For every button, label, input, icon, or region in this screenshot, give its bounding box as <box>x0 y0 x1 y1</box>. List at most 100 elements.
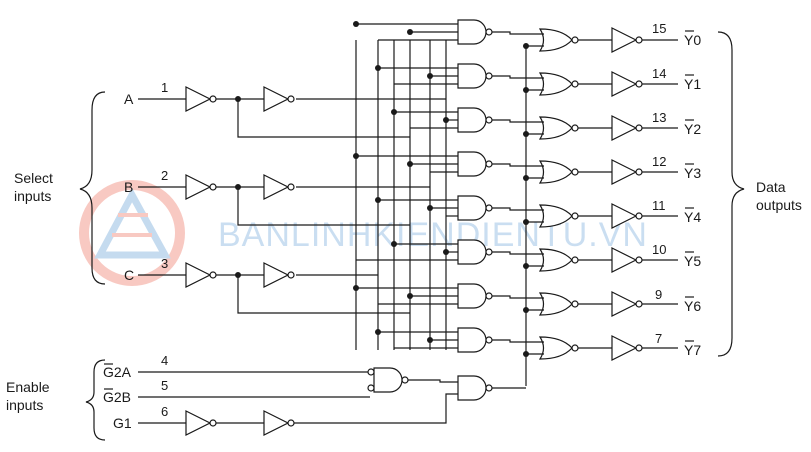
output-buffer-bubble-7 <box>635 344 643 352</box>
input-inverter-b-bubble <box>209 183 217 191</box>
output-nor-gate-5 <box>538 248 573 272</box>
pin-number-b: 2 <box>161 168 168 183</box>
nor-input-4 <box>492 207 544 211</box>
output-buffer-bubble-3 <box>635 168 643 176</box>
complement-wire-b <box>237 187 410 226</box>
enable-brace <box>85 359 106 441</box>
output-nor-gate-2-bubble <box>571 124 579 132</box>
output-nor-gate-3-bubble <box>571 168 579 176</box>
output-buffer-3 <box>611 159 638 185</box>
output-buffer-2 <box>611 115 638 141</box>
output-buffer-bubble-6 <box>635 300 643 308</box>
input-buffer-a <box>263 86 290 112</box>
nor-input-0 <box>492 31 544 35</box>
input-buffer-c-bubble <box>287 271 295 279</box>
select-brace <box>79 91 106 285</box>
pin-number-a: 1 <box>161 80 168 95</box>
output-nor-gate-7-bubble <box>571 344 579 352</box>
input-inverter-c <box>185 262 212 288</box>
output-nor-gate-0-bubble <box>571 36 579 44</box>
decode-nand-gate-1 <box>457 63 487 89</box>
g1-to-enable <box>294 393 458 424</box>
nand-junction-a-4 <box>375 197 381 203</box>
output-nor-gate-1 <box>538 72 573 96</box>
output-nor-gate-5-bubble <box>571 256 579 264</box>
output-buffer-0 <box>611 27 638 53</box>
decode-nand-gate-6-bubble <box>485 292 493 300</box>
output-label-y5: Y5 <box>684 253 701 269</box>
enable-nand-gate-bubble <box>401 376 409 384</box>
decode-nand-gate-2 <box>457 107 487 133</box>
enable-nand-gate-in-bubble-0 <box>367 368 375 376</box>
decode-nand-gate-7 <box>457 327 487 353</box>
output-nor-gate-6-bubble <box>571 300 579 308</box>
decode-nand-gate-0 <box>457 19 487 45</box>
nand-junction-b-1 <box>427 73 433 79</box>
watermark-text: BANLINHKIENDIENTU.VN <box>218 216 648 254</box>
complement-wire-a <box>237 99 410 138</box>
nand-junction-a-1 <box>375 65 381 71</box>
pin-number-g1: 6 <box>161 404 168 419</box>
enable-combine-gate <box>457 375 487 401</box>
enable-combine-gate-bubble <box>485 384 493 392</box>
input-label-g2a: G2A <box>103 364 132 380</box>
output-buffer-bubble-4 <box>635 212 643 220</box>
output-nor-gate-1-bubble <box>571 80 579 88</box>
output-buffer-5 <box>611 247 638 273</box>
enable-nand-gate-in-bubble-1 <box>367 384 375 392</box>
nand-junction-a-3 <box>353 153 359 159</box>
decode-nand-gate-4-bubble <box>485 204 493 212</box>
pin-number-y1: 14 <box>652 66 666 81</box>
enable-nand-out <box>408 379 458 383</box>
output-nor-gate-6 <box>538 292 573 316</box>
input-buffer-b <box>263 174 290 200</box>
output-nor-gate-7 <box>538 336 573 360</box>
output-brace <box>717 31 745 357</box>
output-label-y1: Y1 <box>684 76 701 92</box>
decode-nand-gate-1-bubble <box>485 72 493 80</box>
nand-junction-b-0 <box>407 29 413 35</box>
nand-junction-b-6 <box>407 293 413 299</box>
input-label-c: C <box>124 267 134 283</box>
decode-nand-gate-2-bubble <box>485 116 493 124</box>
nor-input-2 <box>492 119 544 123</box>
decode-nand-gate-3-bubble <box>485 160 493 168</box>
decode-nand-gate-0-bubble <box>485 28 493 36</box>
nand-junction-b-4 <box>427 205 433 211</box>
decode-nand-gate-3 <box>457 151 487 177</box>
input-inverter-a <box>185 86 212 112</box>
output-buffer-bubble-1 <box>635 80 643 88</box>
output-buffer-6 <box>611 291 638 317</box>
decode-nand-gate-4 <box>457 195 487 221</box>
nor-input-3 <box>492 163 544 167</box>
nand-junction-a-0 <box>353 21 359 27</box>
pin-number-y4: 11 <box>652 198 666 213</box>
input-buffer-c <box>263 262 290 288</box>
pin-number-y0: 15 <box>652 21 666 36</box>
nand-junction-a-6 <box>353 285 359 291</box>
pin-number-y7: 7 <box>655 331 662 346</box>
complement-wire-c <box>237 275 410 314</box>
nand-junction-a-2 <box>391 109 397 115</box>
nand-junction-a-5 <box>391 241 397 247</box>
output-buffer-bubble-0 <box>635 36 643 44</box>
output-label-y3: Y3 <box>684 165 701 181</box>
input-inverter-c-bubble <box>209 271 217 279</box>
pin-number-y3: 12 <box>652 154 666 169</box>
decode-nand-gate-7-bubble <box>485 336 493 344</box>
nor-input-5 <box>492 251 544 255</box>
output-nor-gate-4-bubble <box>571 212 579 220</box>
nand-junction-b-5 <box>443 249 449 255</box>
g1-inverter-bubble <box>209 419 217 427</box>
output-buffer-bubble-2 <box>635 124 643 132</box>
nand-junction-b-2 <box>443 117 449 123</box>
pin-number-y6: 9 <box>655 287 662 302</box>
pin-number-g2a: 4 <box>161 353 168 368</box>
output-nor-gate-3 <box>538 160 573 184</box>
input-buffer-b-bubble <box>287 183 295 191</box>
output-labels: Y0 Y1 Y2 Y3 Y4 Y5 Y6 Y7 <box>684 30 701 358</box>
input-buffer-a-bubble <box>287 95 295 103</box>
